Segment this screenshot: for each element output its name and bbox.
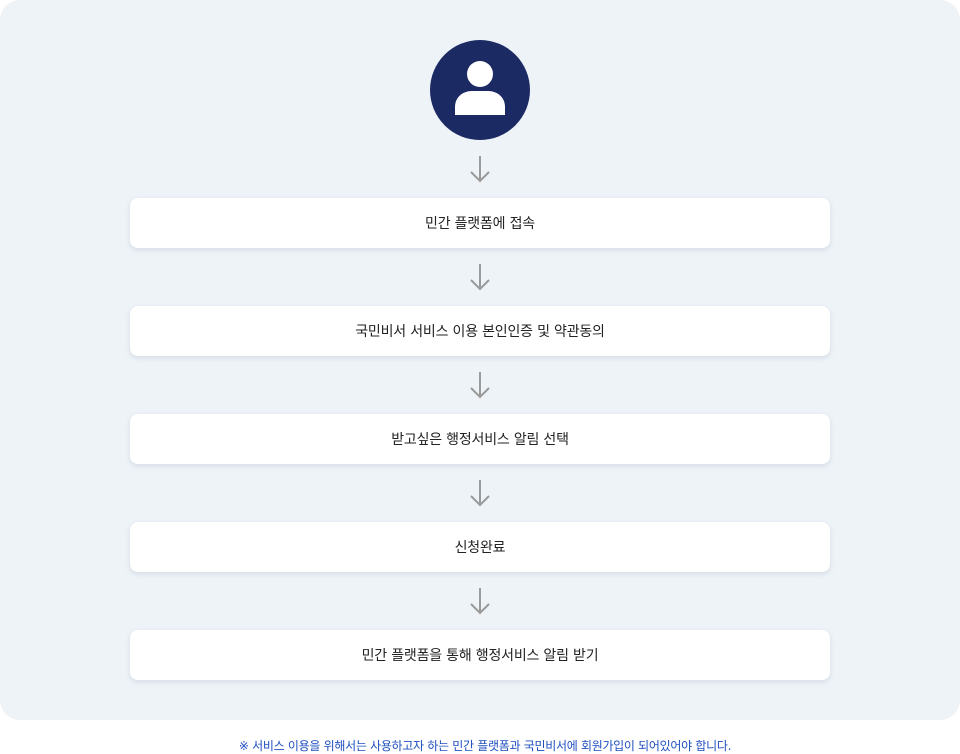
user-avatar bbox=[430, 40, 530, 140]
flow-step-label: 민간 플랫폼을 통해 행정서비스 알림 받기 bbox=[361, 648, 599, 664]
flow-step-label: 받고싶은 행정서비스 알림 선택 bbox=[391, 432, 569, 448]
flow-step-label: 민간 플랫폼에 접속 bbox=[425, 216, 535, 232]
flow-step-receive-notifications: 민간 플랫폼을 통해 행정서비스 알림 받기 bbox=[130, 630, 830, 680]
flow-panel: 민간 플랫폼에 접속 국민비서 서비스 이용 본인인증 및 약관동의 받고싶은 … bbox=[0, 0, 960, 720]
footnote: ※ 서비스 이용을 위해서는 사용하고자 하는 민간 플랫폼과 국민비서에 회원… bbox=[238, 739, 732, 753]
down-arrow-icon bbox=[470, 480, 490, 507]
flow-step-label: 신청완료 bbox=[454, 540, 506, 556]
down-arrow-icon bbox=[470, 588, 490, 615]
flow-step-complete: 신청완료 bbox=[130, 522, 830, 572]
flow-step-select-notifications: 받고싶은 행정서비스 알림 선택 bbox=[130, 414, 830, 464]
down-arrow-icon bbox=[470, 156, 490, 183]
flow-step-access-platform: 민간 플랫폼에 접속 bbox=[130, 198, 830, 248]
flow-step-label: 국민비서 서비스 이용 본인인증 및 약관동의 bbox=[355, 324, 605, 340]
flow-step-verify-and-agree: 국민비서 서비스 이용 본인인증 및 약관동의 bbox=[130, 306, 830, 356]
user-icon bbox=[455, 61, 505, 115]
down-arrow-icon bbox=[470, 264, 490, 291]
down-arrow-icon bbox=[470, 372, 490, 399]
